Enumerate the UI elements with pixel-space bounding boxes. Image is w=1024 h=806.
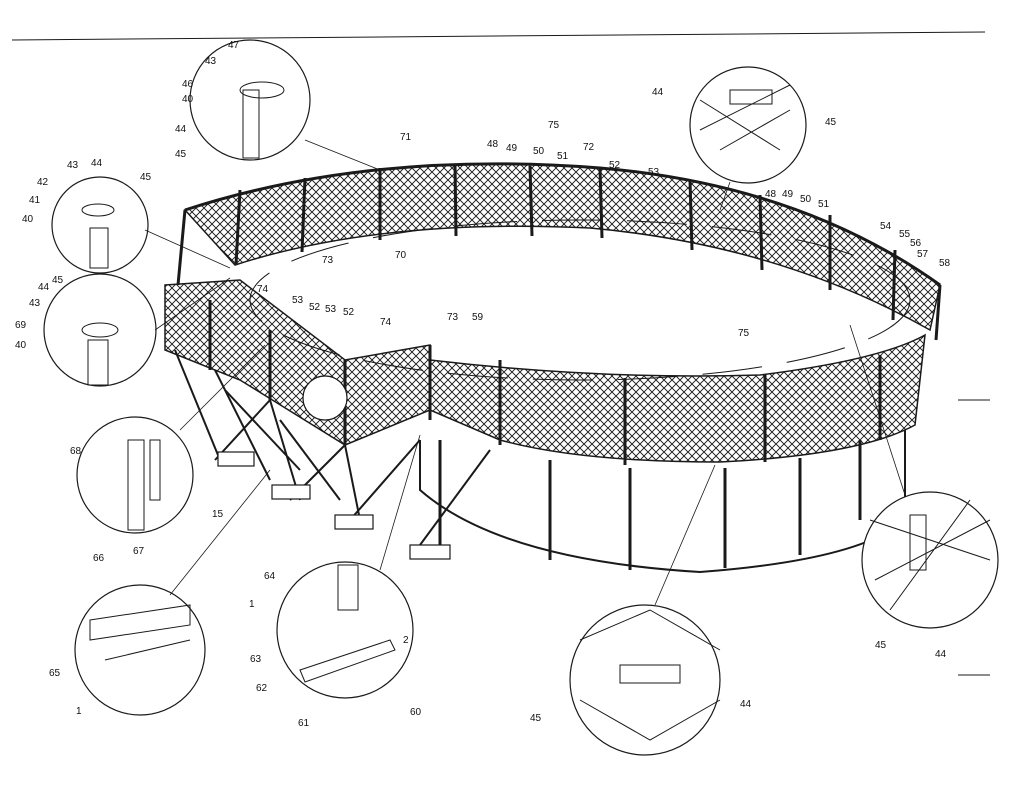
inset-wire-right [849, 324, 999, 629]
callout-41: 41 [29, 195, 41, 206]
callout-45: 45 [825, 117, 837, 128]
inset-post-left [76, 344, 266, 534]
callout-59: 59 [472, 312, 484, 323]
callout-44: 44 [38, 282, 50, 293]
callout-65: 65 [49, 668, 61, 679]
callout-42: 42 [37, 177, 49, 188]
top-border [11, 31, 986, 41]
inset-left-1 [51, 176, 231, 274]
foot-pad [334, 514, 374, 530]
callout-55: 55 [899, 229, 911, 240]
callout-64: 64 [264, 571, 276, 582]
callout-52: 52 [609, 160, 621, 171]
callout-54: 54 [880, 221, 892, 232]
callout-40: 40 [182, 94, 194, 105]
callout-73: 73 [447, 312, 459, 323]
callout-15: 15 [212, 509, 224, 520]
callout-46: 46 [182, 79, 194, 90]
callout-63: 63 [250, 654, 262, 665]
callout-2: 2 [403, 635, 409, 646]
inset-right-top [689, 66, 807, 211]
callout-44: 44 [91, 158, 103, 169]
callout-1: 1 [76, 706, 82, 717]
callout-labels: 47 43 46 40 44 45 43 44 42 45 41 40 45 4… [15, 40, 951, 729]
foot-pad [409, 544, 451, 560]
detail-circle [302, 375, 348, 421]
callout-44: 44 [652, 87, 664, 98]
callout-51: 51 [557, 151, 569, 162]
callout-40: 40 [15, 340, 27, 351]
inset-wire-bottom [569, 464, 721, 756]
callout-43: 43 [29, 298, 41, 309]
foot-pad [271, 484, 311, 500]
callout-45: 45 [175, 149, 187, 160]
callout-74: 74 [380, 317, 392, 328]
callout-58: 58 [939, 258, 951, 269]
pool-uprights [438, 440, 862, 570]
callout-50: 50 [800, 194, 812, 205]
callout-51: 51 [818, 199, 830, 210]
callout-69: 69 [15, 320, 27, 331]
callout-50: 50 [533, 146, 545, 157]
deck-supports [174, 349, 491, 560]
inset-base-bottom [276, 434, 421, 699]
callout-48: 48 [765, 189, 777, 200]
callout-43: 43 [205, 56, 217, 67]
front-fence-mesh [429, 333, 926, 463]
callout-61: 61 [298, 718, 310, 729]
callout-70: 70 [395, 250, 407, 261]
callout-44: 44 [935, 649, 947, 660]
callout-68: 68 [70, 446, 82, 457]
callout-44: 44 [175, 124, 187, 135]
callout-57: 57 [917, 249, 929, 260]
callout-47: 47 [228, 40, 240, 51]
callout-48: 48 [487, 139, 499, 150]
callout-40: 40 [22, 214, 34, 225]
callout-44: 44 [740, 699, 752, 710]
callout-73: 73 [322, 255, 334, 266]
callout-75: 75 [548, 120, 560, 131]
callout-52: 52 [309, 302, 321, 313]
callout-60: 60 [410, 707, 422, 718]
callout-62: 62 [256, 683, 268, 694]
callout-45: 45 [875, 640, 887, 651]
callout-53: 53 [292, 295, 304, 306]
inset-rail-bottom-left [74, 469, 271, 716]
callout-49: 49 [506, 143, 518, 154]
callout-74: 74 [257, 284, 269, 295]
callout-45: 45 [52, 275, 64, 286]
callout-45: 45 [140, 172, 152, 183]
callout-75: 75 [738, 328, 750, 339]
callout-52: 52 [343, 307, 355, 318]
callout-53: 53 [648, 167, 660, 178]
callout-71: 71 [400, 132, 412, 143]
inset-top [189, 39, 381, 171]
callout-1: 1 [249, 599, 255, 610]
callout-49: 49 [782, 189, 794, 200]
callout-45: 45 [530, 713, 542, 724]
callout-67: 67 [133, 546, 145, 557]
callout-53: 53 [325, 304, 337, 315]
foot-pad [217, 451, 255, 467]
callout-72: 72 [583, 142, 595, 153]
callout-43: 43 [67, 160, 79, 171]
pool-fence-body [164, 162, 942, 574]
callout-66: 66 [93, 553, 105, 564]
inset-left-2 [43, 273, 231, 387]
callout-56: 56 [910, 238, 922, 249]
